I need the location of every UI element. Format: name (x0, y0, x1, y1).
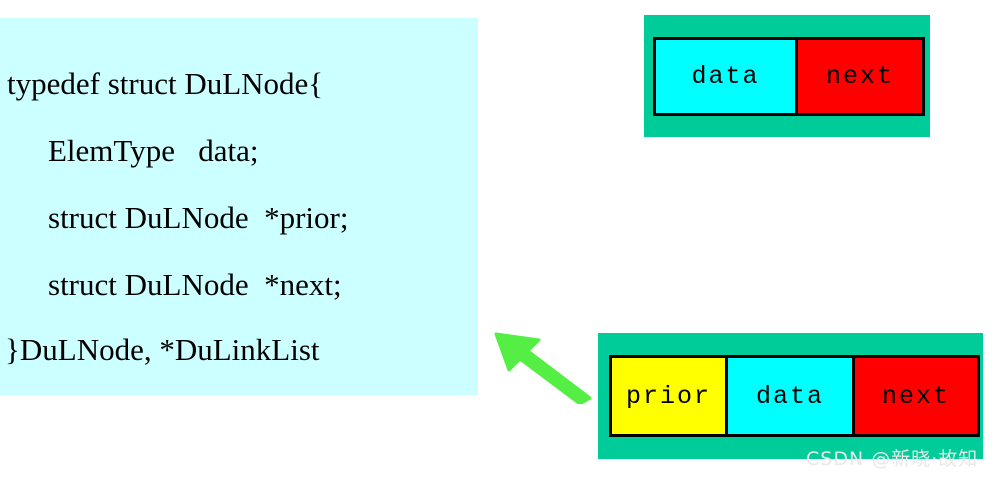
doubly-linked-node-diagram: prior data next (598, 333, 983, 459)
code-line: struct DuLNode *next; (48, 267, 342, 302)
singly-linked-node-diagram: data next (644, 15, 930, 137)
code-line: }DuLNode, *DuLinkList (5, 332, 320, 367)
code-line: struct DuLNode *prior; (48, 200, 349, 235)
csdn-watermark: CSDN @新晓·故知 (806, 448, 979, 470)
node-cell-next: next (795, 39, 922, 113)
node-cell-group: prior data next (609, 355, 980, 437)
node-cell-prior: prior (612, 358, 725, 434)
node-cell-group: data next (653, 36, 925, 116)
node-cell-data: data (725, 358, 852, 434)
node-cell-data: data (656, 39, 795, 113)
code-definition-panel: typedef struct DuLNode{ ElemType data; s… (0, 18, 478, 395)
code-line: typedef struct DuLNode{ (7, 66, 324, 101)
arrow-up-left-icon (494, 332, 592, 404)
node-cell-next: next (852, 358, 977, 434)
code-line: ElemType data; (48, 133, 259, 168)
